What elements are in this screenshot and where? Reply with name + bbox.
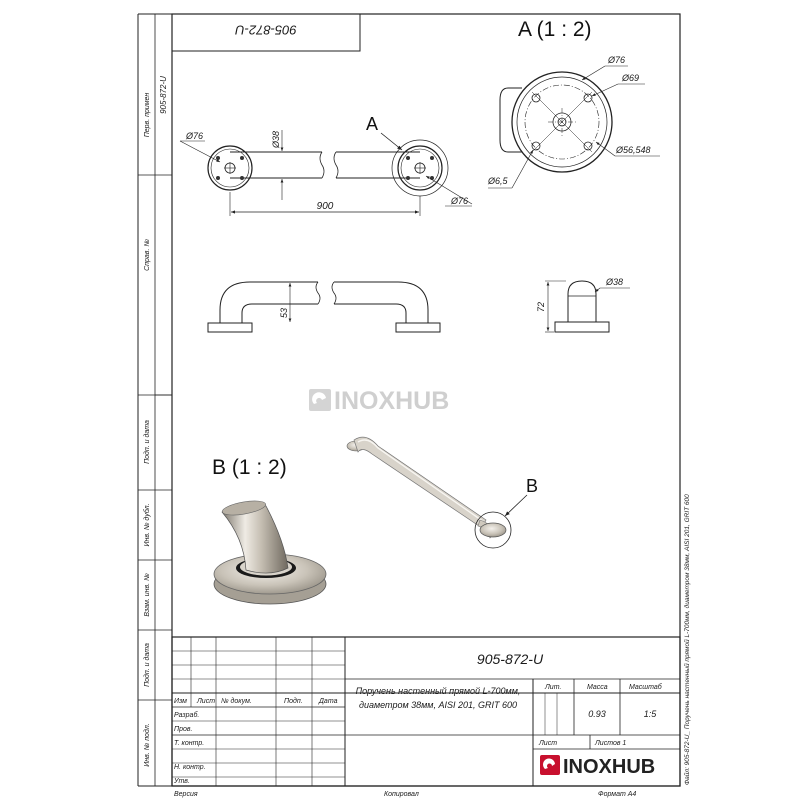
col-izm: Изм bbox=[174, 698, 187, 705]
col-list: Лист bbox=[196, 698, 215, 705]
isometric-view: B bbox=[346, 436, 538, 549]
side-label-sign-date-2: Подп. и дата bbox=[143, 643, 151, 687]
inoxhub-logo: INOXHUB bbox=[540, 755, 655, 778]
dim-flange-right: Ø76 bbox=[450, 196, 468, 206]
side-label-sign-date-1: Подп. и дата bbox=[143, 420, 151, 464]
detail-dim-76: Ø76 bbox=[607, 55, 625, 65]
title-drawing-number: 905-872-U bbox=[477, 651, 544, 667]
detail-a-title: A (1 : 2) bbox=[518, 18, 592, 41]
side-label-replace-inv: Взам. инв. № bbox=[144, 573, 151, 617]
footer-format: Формат А4 bbox=[598, 791, 636, 798]
side-label-inv-dup: Инв. № дубл. bbox=[143, 503, 151, 546]
watermark-text: INOXHUB bbox=[334, 387, 449, 415]
mass-value: 0.93 bbox=[588, 709, 606, 719]
dim-tube-dia: Ø38 bbox=[271, 131, 281, 149]
side-label-inv-orig: Инв. № подл. bbox=[143, 723, 151, 766]
detail-dim-hole: Ø6,5 bbox=[487, 176, 509, 186]
dim-flange-left: Ø76 bbox=[185, 131, 203, 141]
title-description-2: диаметром 38мм, AISI 201, GRIT 600 bbox=[359, 700, 517, 710]
side-label-reference: Справ. № bbox=[144, 239, 151, 271]
front-view: A Ø76 Ø38 900 Ø76 bbox=[179, 114, 473, 216]
logo-text: INOXHUB bbox=[563, 756, 655, 778]
detail-b: B (1 : 2) bbox=[212, 456, 327, 605]
row-utv: Утв. bbox=[173, 778, 190, 785]
left-flange bbox=[207, 145, 253, 191]
col-sign: Подп. bbox=[284, 697, 303, 705]
footer-version: Версия bbox=[174, 791, 198, 798]
sheets-label: Листов 1 bbox=[594, 740, 626, 747]
row-nkontr: Н. контр. bbox=[174, 764, 206, 771]
mass-label: Масса bbox=[587, 684, 608, 691]
right-flange bbox=[391, 139, 449, 197]
right-edge-filename: Файл: 905-872-U_ Поручень настенный прям… bbox=[683, 494, 691, 785]
watermark: INOXHUB bbox=[309, 387, 449, 415]
footer-copied: Копировал bbox=[384, 791, 419, 798]
title-block: 905-872-U Поручень настенный прямой L-70… bbox=[171, 636, 681, 787]
scale-value: 1:5 bbox=[644, 709, 658, 719]
callout-a-label: A bbox=[366, 114, 378, 134]
col-date: Дата bbox=[318, 698, 338, 705]
side-label-first-use: Перв. примен bbox=[144, 93, 151, 138]
dim-side-tube: Ø38 bbox=[605, 277, 623, 287]
scale-label: Масштаб bbox=[629, 683, 663, 691]
stamp-top-number: 905-872-U bbox=[235, 23, 297, 38]
end-view: 72 Ø38 bbox=[536, 277, 630, 333]
dim-length: 900 bbox=[317, 201, 334, 212]
title-description-1: Поручень настенный прямой L-700мм, bbox=[356, 686, 521, 696]
detail-b-title: B (1 : 2) bbox=[212, 456, 287, 479]
col-doc: № докум. bbox=[221, 697, 252, 705]
lit-label: Лит. bbox=[544, 684, 561, 691]
side-view: 53 bbox=[207, 281, 441, 333]
callout-b-label: B bbox=[526, 476, 538, 496]
dim-total-height: 72 bbox=[536, 302, 546, 312]
side-label-first-use-value: 905-872-U bbox=[159, 76, 168, 114]
sheet-label: Лист bbox=[538, 740, 557, 747]
row-prov: Пров. bbox=[174, 726, 193, 733]
side-labels: Перв. примен 905-872-U Справ. № Подп. и … bbox=[143, 76, 168, 767]
detail-dim-56: Ø56,548 bbox=[615, 145, 651, 155]
detail-a: A (1 : 2) Ø76 Ø69 Ø56,548 Ø6,5 bbox=[487, 18, 660, 189]
row-tkontr: Т. контр. bbox=[174, 740, 204, 747]
dim-offset-height: 53 bbox=[279, 308, 289, 318]
row-razrab: Разраб. bbox=[174, 711, 199, 719]
detail-dim-69: Ø69 bbox=[621, 73, 639, 83]
